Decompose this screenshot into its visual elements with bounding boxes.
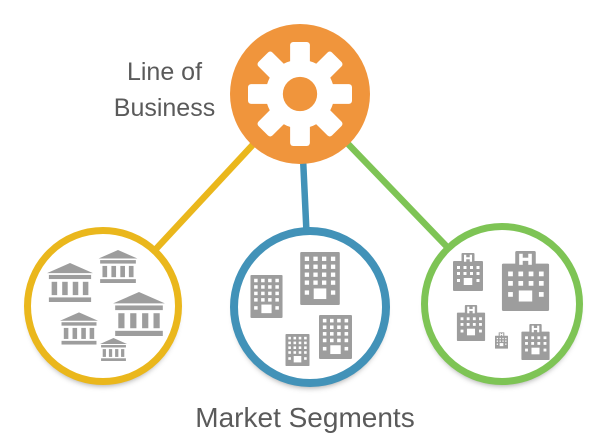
- hub-label: Line of Business: [113, 58, 216, 122]
- gear-icon: [248, 42, 352, 146]
- bank-icon: [47, 263, 93, 302]
- building-icon: [319, 315, 352, 359]
- bank-icon: [113, 292, 165, 336]
- hospital-icon: [501, 251, 550, 311]
- hospital-icon: [520, 324, 551, 360]
- line-of-business-hub: [230, 24, 370, 164]
- hospital-icon: [495, 332, 508, 349]
- bank-icon: [100, 338, 127, 361]
- building-icon: [300, 252, 340, 305]
- hospital-icon: [456, 305, 486, 341]
- bank-icon: [98, 250, 138, 283]
- segment-circle-banks: [24, 227, 182, 385]
- segment-circle-hospitals: [421, 223, 583, 385]
- diagram-caption: Market Segments: [195, 402, 415, 433]
- segment-circle-office-buildings: [230, 227, 390, 387]
- building-icon: [250, 275, 283, 318]
- building-icon: [285, 334, 310, 366]
- bank-icon: [60, 312, 98, 345]
- hospital-icon: [453, 253, 483, 291]
